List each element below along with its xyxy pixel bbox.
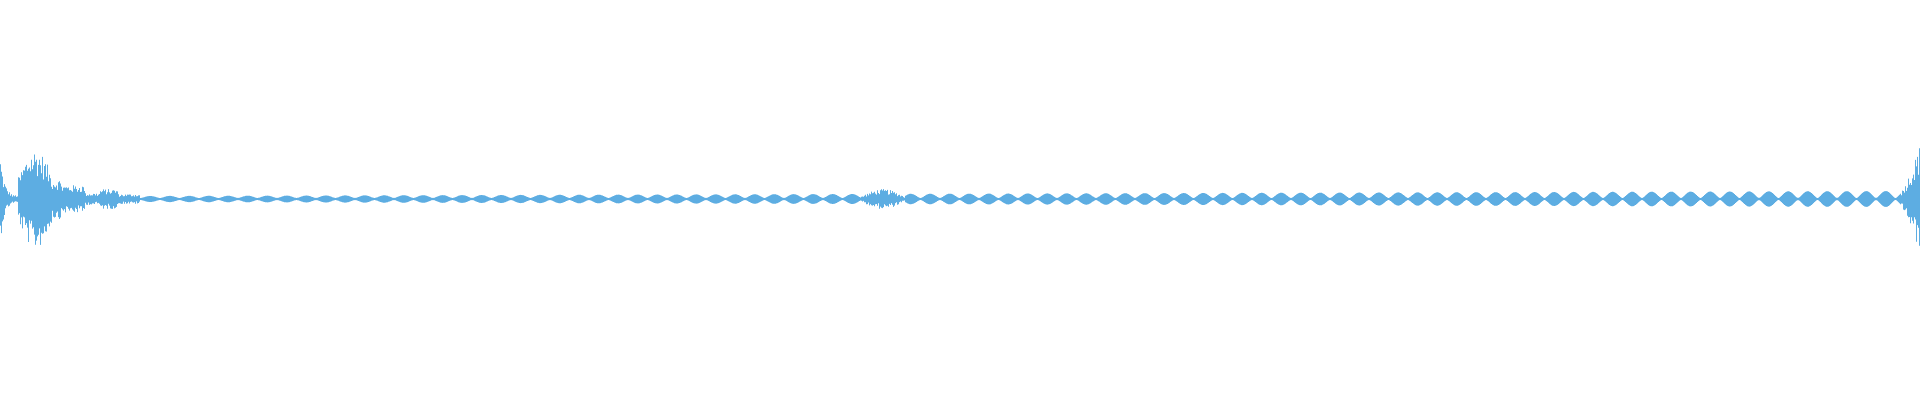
waveform-trace	[0, 148, 1920, 246]
